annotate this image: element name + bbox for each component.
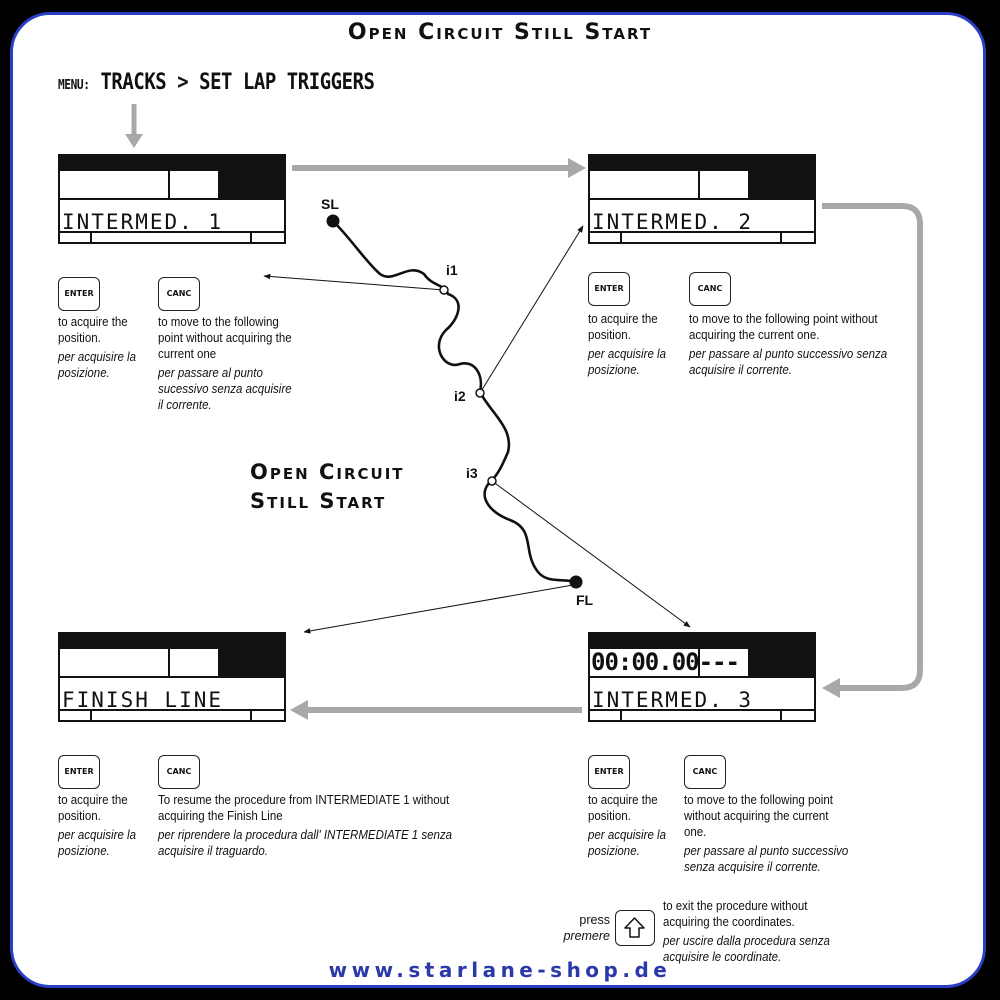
menu-path: MENU: TRACKS > SET LAP TRIGGERS [58,70,375,95]
pointer-i2 [479,225,584,394]
screen-label: INTERMED. 2 [592,210,754,234]
up-arrow-icon [624,917,645,938]
enter-key-i2[interactable]: ENTER [588,272,630,306]
track-path [332,220,577,584]
canc-key-finish[interactable]: CANC [158,755,200,789]
label-i3: i3 [466,465,478,481]
canc-desc-i3: to move to the following point without a… [684,793,849,874]
screen-label: INTERMED. 3 [592,688,754,712]
i1-point [439,285,449,295]
label-sl: SL [321,196,339,212]
press-label: press premere [563,913,610,943]
canc-desc-i1: to move to the following point without a… [158,315,292,412]
screen-label: FINISH LINE [62,688,224,712]
screen-intermed-1: INTERMED. 1 [58,154,286,244]
website-link[interactable]: www.starlane-shop.de [328,958,672,982]
flow-arrow-i2-i3-head [822,678,840,698]
flow-arrow-down-head [125,134,143,148]
screen-intermed-2: INTERMED. 2 [588,154,816,244]
label-fl: FL [576,592,594,608]
screen-timer: 00:00.00--- [591,648,740,676]
exit-desc: to exit the procedure without acquiring … [663,899,830,964]
page-title: Open Circuit Still Start [347,20,653,45]
label-i1: i1 [446,262,458,278]
center-title: Open Circuit Still Start [250,458,405,516]
canc-desc-finish: To resume the procedure from INTERMEDIAT… [158,793,453,858]
center-title-line2: Still Start [250,489,387,513]
label-i2: i2 [454,388,466,404]
flow-arrow-i2-i3 [822,203,923,691]
menu-path-text: TRACKS > SET LAP TRIGGERS [100,70,375,95]
enter-key-i3[interactable]: ENTER [588,755,630,789]
screen-label: INTERMED. 1 [62,210,224,234]
enter-desc-i3: to acquire the position. per acquisire l… [588,793,666,858]
i2-point [475,388,485,398]
screen-finish-line: FINISH LINE [58,632,286,722]
enter-key-finish[interactable]: ENTER [58,755,100,789]
screen-intermed-3: 00:00.00--- INTERMED. 3 [588,632,816,722]
up-arrow-key[interactable] [615,910,655,946]
i3-point [487,476,497,486]
enter-key-i1[interactable]: ENTER [58,277,100,311]
menu-prefix: MENU: [58,78,90,93]
pointer-fl [303,584,574,634]
flow-arrows [125,104,923,720]
flow-arrow-i3-fl-head [290,700,308,720]
canc-key-i3[interactable]: CANC [684,755,726,789]
flow-arrow-i1-i2-head [568,158,586,178]
enter-desc-i1: to acquire the position. per acquisire l… [58,315,136,380]
canc-key-i1[interactable]: CANC [158,277,200,311]
finish-point [569,575,583,589]
center-title-line1: Open Circuit [250,460,405,484]
pointer-i1 [263,273,445,291]
pointer-i3 [491,480,691,628]
start-point [326,214,340,228]
enter-desc-i2: to acquire the position. per acquisire l… [588,312,666,377]
enter-desc-finish: to acquire the position. per acquisire l… [58,793,136,858]
canc-desc-i2: to move to the following point without a… [689,312,888,377]
canc-key-i2[interactable]: CANC [689,272,731,306]
